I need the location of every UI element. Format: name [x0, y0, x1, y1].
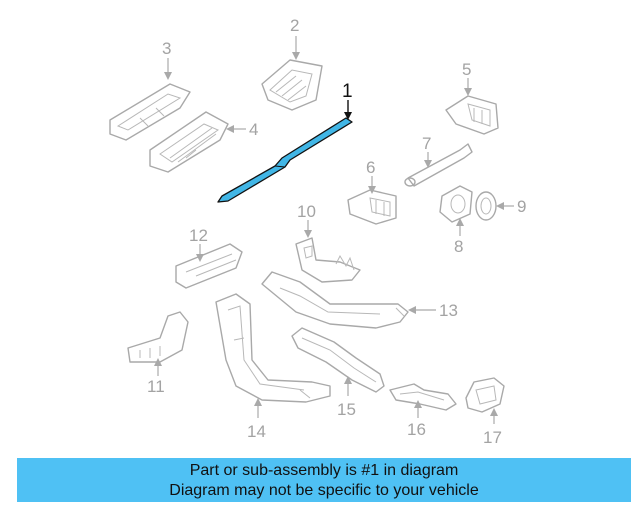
part-5-right-vent [445, 95, 499, 135]
callout-5: 5 [462, 60, 472, 96]
callout-11-label: 11 [147, 377, 165, 396]
callout-16-label: 16 [407, 420, 426, 439]
part-16-elbow [389, 383, 457, 411]
callout-10-label: 10 [297, 202, 316, 221]
callout-17: 17 [483, 408, 502, 447]
callout-9: 9 [496, 197, 526, 216]
callout-11: 11 [147, 358, 165, 396]
callout-4-label: 4 [249, 120, 258, 139]
part-10-duct [295, 237, 361, 283]
part-8-bezel [439, 185, 473, 223]
part-9-ring [475, 191, 497, 221]
part-1-defroster-duct[interactable] [217, 117, 353, 203]
callout-15-label: 15 [337, 400, 356, 419]
callout-1: 1 [342, 81, 353, 120]
callout-13: 13 [408, 301, 458, 320]
callout-2: 2 [290, 16, 300, 60]
callout-10: 10 [297, 202, 316, 238]
info-banner: Part or sub-assembly is #1 in diagram Di… [17, 458, 631, 502]
callout-16: 16 [407, 400, 426, 439]
callout-3: 3 [162, 39, 172, 80]
callout-8: 8 [454, 218, 464, 256]
info-line-2: Diagram may not be specific to your vehi… [169, 482, 479, 499]
info-line-1: Part or sub-assembly is #1 in diagram [189, 462, 459, 479]
callout-2-label: 2 [290, 16, 299, 35]
callout-13-label: 13 [439, 301, 458, 320]
part-4-side-vent [149, 111, 229, 173]
callout-7: 7 [422, 134, 432, 168]
part-6-outlet [347, 189, 397, 225]
part-3-vent-housing [109, 83, 191, 141]
callout-5-label: 5 [462, 60, 471, 79]
part-11-duct [127, 311, 189, 363]
callout-8-label: 8 [454, 237, 463, 256]
callout-6: 6 [366, 158, 376, 194]
callout-17-label: 17 [483, 428, 502, 447]
part-14-floor-duct [215, 293, 331, 403]
callout-3-label: 3 [162, 39, 171, 58]
part-12-bracket [175, 243, 243, 289]
callout-12: 12 [189, 226, 208, 262]
callout-6-label: 6 [366, 158, 375, 177]
callout-9-label: 9 [517, 197, 526, 216]
parts-diagram: 1 2 3 4 5 [109, 16, 526, 447]
callout-1-label: 1 [342, 81, 353, 102]
callout-15: 15 [337, 376, 356, 419]
part-2-center-vent [261, 59, 323, 111]
part-17-connector [465, 377, 505, 413]
callout-12-label: 12 [189, 226, 208, 245]
callout-7-label: 7 [422, 134, 431, 153]
callout-14-label: 14 [247, 422, 266, 441]
part-7-rod [404, 143, 473, 187]
callout-4: 4 [226, 120, 258, 139]
part-15-duct [291, 327, 385, 393]
part-13-long-duct [261, 271, 409, 329]
callout-14: 14 [247, 398, 266, 441]
